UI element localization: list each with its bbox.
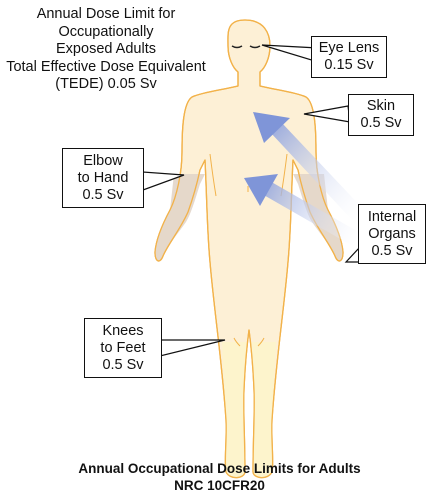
callout-value: 0.5 Sv — [82, 187, 124, 203]
heading-line: Exposed Adults — [56, 41, 156, 57]
organ-exposure-arrow-icon — [244, 174, 362, 248]
callout-label: to Hand — [77, 170, 129, 186]
caption-line: Annual Occupational Dose Limits for Adul… — [78, 461, 361, 476]
heading-line: (TEDE) 0.05 Sv — [55, 76, 157, 92]
left-forearm-tint — [155, 174, 205, 261]
skin-exposure-arrow-icon — [253, 112, 366, 222]
callout-value: 0.15 Sv — [324, 57, 374, 73]
knee-line-right — [257, 337, 265, 347]
callout-label: Eye Lens — [318, 40, 380, 56]
knee-line-left — [233, 337, 241, 347]
callout-label: Knees — [102, 323, 144, 339]
right-lower-leg-tint — [251, 342, 276, 478]
callout-label: Skin — [366, 98, 396, 114]
callout-value: 0.5 Sv — [371, 243, 413, 259]
left-eye-icon — [231, 45, 243, 49]
knees-pointer — [159, 339, 226, 357]
right-eye-icon — [249, 45, 261, 49]
knees-to-feet-callout: Knees to Feet 0.5 Sv — [84, 318, 162, 378]
callout-label: Organs — [368, 226, 416, 242]
heading-line: Total Effective Dose Equivalent — [6, 58, 206, 75]
callout-label: Internal — [367, 209, 417, 225]
left-lower-leg-tint — [222, 342, 247, 478]
callout-value: 0.5 Sv — [102, 357, 144, 373]
eye-lens-pointer — [261, 44, 319, 63]
callout-value: 0.5 Sv — [360, 115, 402, 131]
caption-line: NRC 10CFR20 — [174, 478, 265, 493]
callout-label: to Feet — [100, 340, 146, 356]
skin-callout: Skin 0.5 Sv — [348, 94, 414, 136]
internal-organs-callout: Internal Organs 0.5 Sv — [358, 204, 426, 264]
heading-line: Annual Dose Limit for — [36, 6, 176, 22]
figure-caption: Annual Occupational Dose Limits for Adul… — [0, 460, 439, 494]
callout-label: Elbow — [83, 153, 123, 169]
dose-limit-heading: Annual Dose Limit for Occupationally Exp… — [0, 6, 212, 94]
eye-lens-callout: Eye Lens 0.15 Sv — [311, 36, 387, 78]
torso-line-left — [209, 153, 217, 197]
heading-line: Occupationally — [58, 23, 154, 40]
elbow-to-hand-callout: Elbow to Hand 0.5 Sv — [62, 148, 144, 208]
